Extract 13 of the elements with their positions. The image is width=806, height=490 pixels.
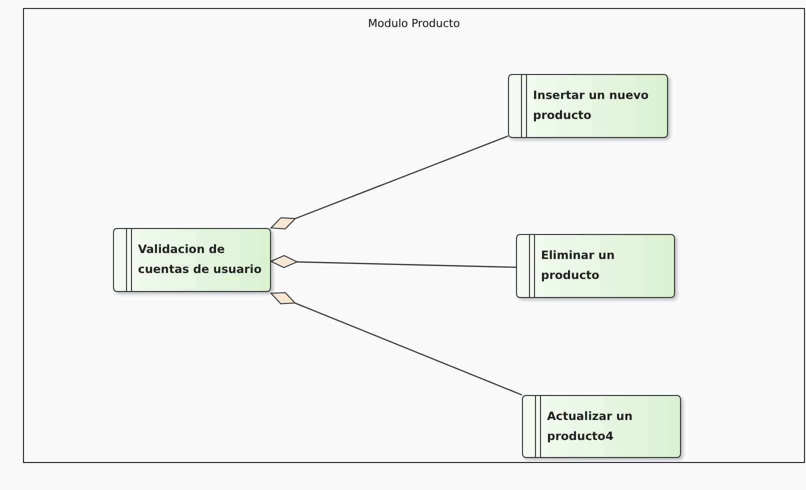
process-box (516, 234, 675, 298)
box-label: Validacion de cuentas de usuario (138, 241, 263, 278)
box-label: Actualizar un producto4 (547, 408, 634, 445)
aggregation-connector (270, 255, 516, 268)
aggregation-connector (270, 136, 508, 230)
module-frame (23, 8, 805, 463)
process-box (522, 395, 681, 458)
frame-title: Modulo Producto (367, 17, 461, 30)
process-box (113, 228, 271, 292)
process-box (508, 74, 668, 138)
box-label: Eliminar un producto (541, 247, 616, 284)
aggregation-connector (270, 292, 522, 396)
box-label: Insertar un nuevo producto (533, 87, 650, 124)
